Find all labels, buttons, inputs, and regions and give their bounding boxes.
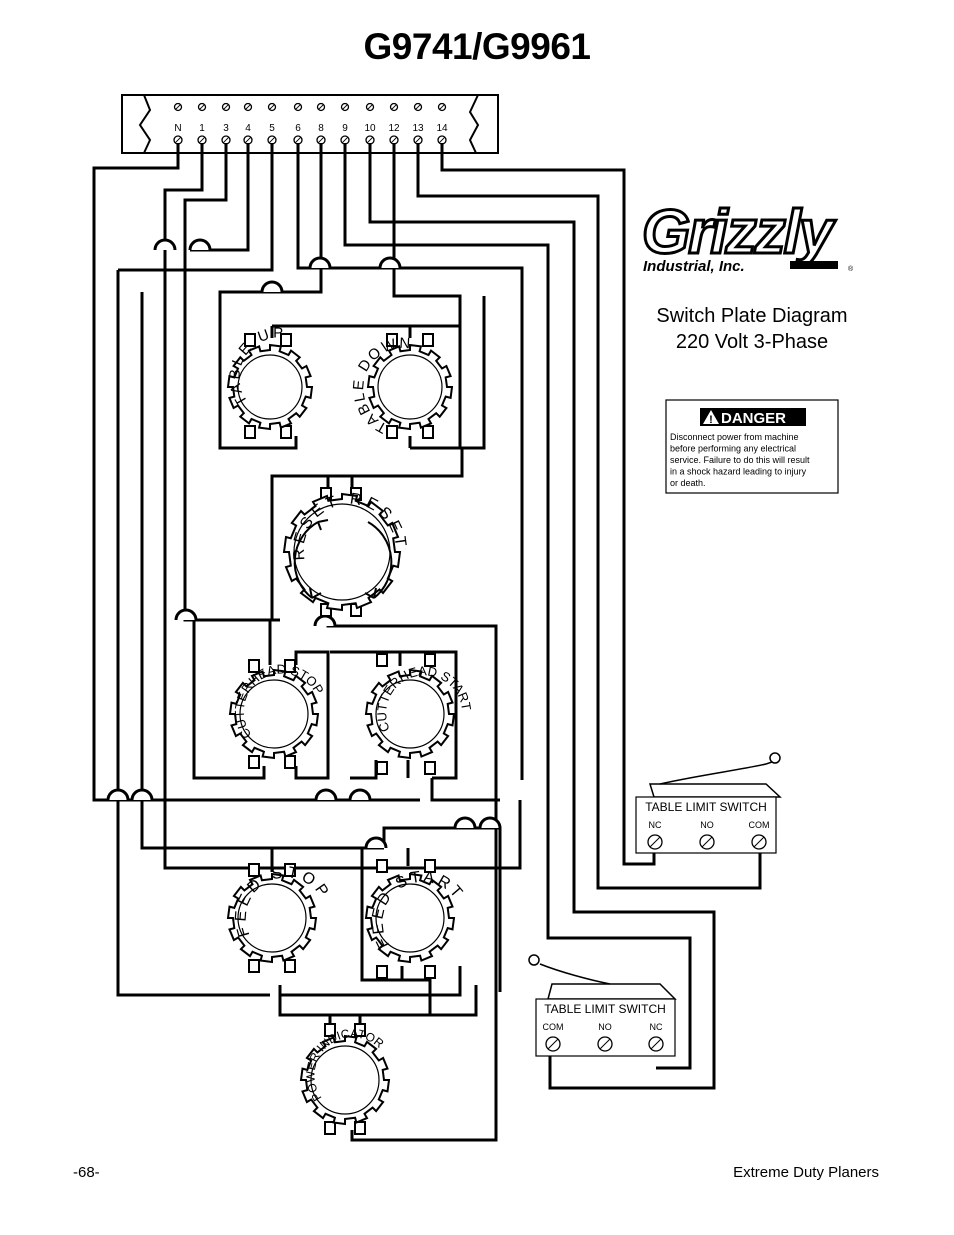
table-limit-switch-upper: TABLE LIMIT SWITCH NC NO COM bbox=[635, 752, 782, 854]
limit-terminal-screw bbox=[699, 834, 715, 850]
switch-power-indicator bbox=[299, 1023, 391, 1135]
limit-terminal-label: NC bbox=[649, 820, 662, 830]
switch-table-up bbox=[226, 333, 314, 439]
terminal-label: 10 bbox=[364, 123, 376, 134]
switch-cutterhead-start bbox=[364, 653, 456, 775]
terminal-label: 5 bbox=[269, 123, 275, 134]
danger-header: DANGER bbox=[721, 410, 786, 427]
page-title: G9741/G9961 bbox=[363, 26, 591, 67]
danger-text-line: or death. bbox=[670, 478, 706, 488]
limit-terminal-screw bbox=[751, 834, 767, 850]
terminal-label: 4 bbox=[245, 123, 251, 134]
limit-terminal-label: COM bbox=[543, 1022, 564, 1032]
switch-bodies bbox=[226, 333, 456, 1135]
terminal-label: N bbox=[174, 123, 181, 134]
terminal-screw-top bbox=[413, 102, 423, 112]
switch-feed-start bbox=[364, 859, 456, 979]
terminal-screw bbox=[389, 135, 399, 145]
document-title: Extreme Duty Planers bbox=[733, 1164, 879, 1181]
terminal-screw bbox=[267, 135, 277, 145]
terminal-screw bbox=[413, 135, 423, 145]
limit-terminal-label: NO bbox=[598, 1022, 612, 1032]
table-limit-switch-lower: TABLE LIMIT SWITCH COM NO NC bbox=[528, 954, 677, 1057]
terminal-screw-top bbox=[173, 102, 183, 112]
terminal-screw-top bbox=[316, 102, 326, 112]
terminal-label: 12 bbox=[388, 123, 400, 134]
switch-cutterhead-stop bbox=[228, 659, 320, 769]
terminal-screw bbox=[293, 135, 303, 145]
limit-upper-title: TABLE LIMIT SWITCH bbox=[645, 800, 767, 814]
limit-terminal-screw bbox=[545, 1036, 561, 1052]
terminal-screw bbox=[243, 135, 253, 145]
terminal-screw bbox=[221, 135, 231, 145]
terminal-screw bbox=[316, 135, 326, 145]
grizzly-logo: Grizzly Industrial, Inc. ® bbox=[641, 197, 855, 276]
terminal-label: 3 bbox=[223, 123, 229, 134]
danger-text-line: before performing any electrical bbox=[670, 444, 796, 454]
terminal-screw bbox=[365, 135, 375, 145]
logo-sub: Industrial, Inc. bbox=[643, 258, 745, 275]
limit-terminal-label: NC bbox=[650, 1022, 663, 1032]
wires bbox=[92, 143, 762, 1142]
limit-lower-title: TABLE LIMIT SWITCH bbox=[544, 1002, 666, 1016]
caption-line2: 220 Volt 3-Phase bbox=[676, 331, 828, 353]
logo-brand: Grizzly bbox=[642, 198, 837, 267]
terminal-label: 13 bbox=[412, 123, 424, 134]
terminal-screw bbox=[437, 135, 447, 145]
danger-text-line: service. Failure to do this will result bbox=[670, 455, 810, 465]
caption-line1: Switch Plate Diagram bbox=[656, 305, 847, 327]
wire-crossovers bbox=[106, 238, 502, 849]
terminal-screw bbox=[197, 135, 207, 145]
terminal-screw-top bbox=[389, 102, 399, 112]
terminal-screw-top bbox=[293, 102, 303, 112]
terminal-screw-top bbox=[243, 102, 253, 112]
terminal-screw-top bbox=[340, 102, 350, 112]
terminal-screw-top bbox=[267, 102, 277, 112]
terminal-screw-top bbox=[221, 102, 231, 112]
reset-arrows bbox=[293, 519, 393, 599]
terminal-screw-top bbox=[365, 102, 375, 112]
terminal-screw-top bbox=[197, 102, 207, 112]
terminal-label: 9 bbox=[342, 123, 348, 134]
switch-feed-stop bbox=[226, 863, 318, 973]
limit-terminal-screw bbox=[647, 834, 663, 850]
terminal-label: 6 bbox=[295, 123, 301, 134]
terminal-label: 14 bbox=[436, 123, 448, 134]
logo-mark: ® bbox=[848, 265, 854, 273]
page-number: -68- bbox=[73, 1164, 100, 1181]
danger-text-line: in a shock hazard leading to injury bbox=[670, 467, 807, 477]
svg-text:!: ! bbox=[709, 414, 713, 426]
limit-terminal-screw bbox=[597, 1036, 613, 1052]
terminal-screw bbox=[173, 135, 183, 145]
limit-terminal-label: COM bbox=[749, 820, 770, 830]
terminal-label: 8 bbox=[318, 123, 324, 134]
limit-terminal-label: NO bbox=[700, 820, 714, 830]
terminal-label: 1 bbox=[199, 123, 205, 134]
danger-text-line: Disconnect power from machine bbox=[670, 432, 799, 442]
terminal-screw-top bbox=[437, 102, 447, 112]
switch-table-down bbox=[366, 333, 454, 439]
limit-terminal-screw bbox=[648, 1036, 664, 1052]
danger-box: ! DANGER Disconnect power from machine be… bbox=[665, 399, 839, 494]
warning-icon bbox=[703, 410, 719, 424]
terminal-screw bbox=[340, 135, 350, 145]
